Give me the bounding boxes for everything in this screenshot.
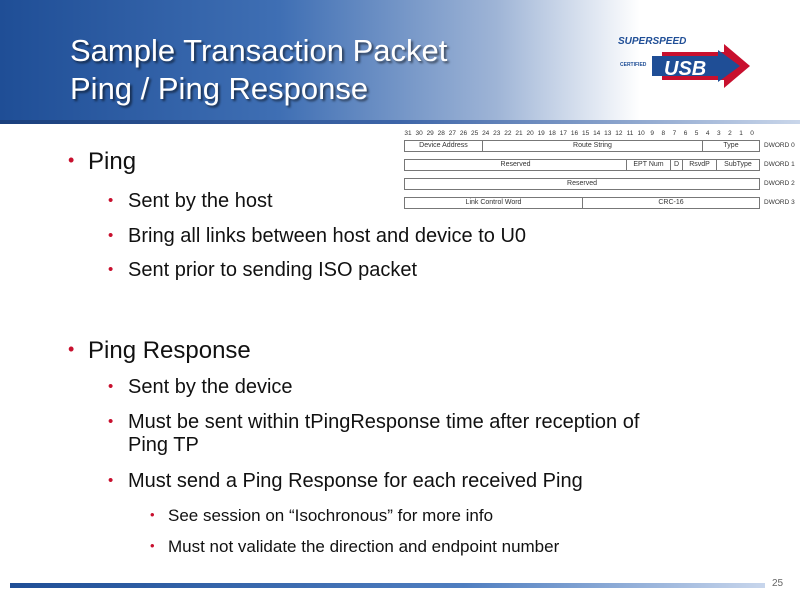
dword-label: DWORD 3 bbox=[764, 199, 795, 206]
bullet-text: Sent by the device bbox=[128, 376, 293, 398]
sub-bullet: • Must send a Ping Response for each rec… bbox=[108, 470, 583, 493]
dword-label: DWORD 1 bbox=[764, 161, 795, 168]
bit-index: 19 bbox=[537, 130, 545, 137]
bit-index: 0 bbox=[750, 130, 754, 137]
bit-index: 24 bbox=[482, 130, 490, 137]
packet-row-dword0: Device Address Route String Type bbox=[404, 140, 760, 152]
bit-index: 5 bbox=[694, 130, 699, 137]
sub-bullet: • Bring all links between host and devic… bbox=[108, 225, 527, 248]
page-number: 25 bbox=[772, 578, 784, 589]
bullet-text: See session on “Isochronous” for more in… bbox=[168, 506, 494, 525]
bit-index: 3 bbox=[716, 130, 721, 137]
field-reserved: Reserved bbox=[405, 160, 627, 170]
bit-index: 21 bbox=[515, 130, 523, 137]
logo-certified-text: CERTIFIED bbox=[620, 62, 647, 68]
bit-index: 13 bbox=[604, 130, 612, 137]
title-line-2: Ping / Ping Response bbox=[70, 71, 369, 106]
bit-index: 15 bbox=[581, 130, 590, 137]
sub-bullet: • Sent by the host bbox=[108, 190, 273, 213]
sub-bullet: • Sent prior to sending ISO packet bbox=[108, 259, 418, 282]
field-ept-num: EPT Num bbox=[627, 160, 671, 170]
field-crc16: CRC-16 bbox=[658, 199, 684, 206]
bit-index: 10 bbox=[637, 130, 645, 137]
bullet-text: Ping bbox=[88, 148, 137, 175]
bit-index: 9 bbox=[650, 130, 654, 137]
bit-index: 11 bbox=[626, 130, 634, 137]
bullet-text: Must be sent within tPingResponse time a… bbox=[128, 411, 640, 433]
footer-bar bbox=[10, 583, 765, 588]
bit-index: 2 bbox=[728, 130, 732, 137]
title-line-1: Sample Transaction Packet bbox=[70, 33, 448, 68]
sub-sub-bullet: • See session on “Isochronous” for more … bbox=[150, 506, 494, 526]
bit-index: 16 bbox=[570, 130, 579, 137]
bit-index: 23 bbox=[493, 130, 501, 137]
bit-index: 14 bbox=[593, 130, 601, 137]
header-divider bbox=[0, 120, 800, 124]
bit-index: 1 bbox=[739, 130, 743, 137]
sub-bullet-continuation: Ping TP bbox=[128, 434, 199, 457]
bullet-dot: • bbox=[108, 378, 114, 395]
bit-index: 30 bbox=[415, 130, 423, 137]
sub-bullet: • Sent by the device bbox=[108, 376, 293, 399]
packet-row-dword1: Reserved EPT Num D RsvdP SubType bbox=[404, 159, 760, 171]
bullet-ping-response: • Ping Response bbox=[68, 337, 251, 365]
bit-index: 20 bbox=[526, 130, 534, 137]
packet-row-dword2: Reserved bbox=[404, 178, 760, 190]
bit-index: 8 bbox=[661, 130, 666, 137]
bit-index: 29 bbox=[426, 130, 434, 137]
bullet-text: Bring all links between host and device … bbox=[128, 225, 527, 247]
bullet-dot: • bbox=[108, 227, 114, 244]
field-rsvdp: RsvdP bbox=[683, 160, 717, 170]
packet-row-dword3: Link Control Word CRC-16 bbox=[404, 197, 760, 209]
dword-label: DWORD 2 bbox=[764, 180, 795, 187]
bullet-text: Must send a Ping Response for each recei… bbox=[128, 470, 583, 492]
bit-index: 26 bbox=[459, 130, 468, 137]
bullet-text: Ping TP bbox=[128, 434, 199, 456]
bit-index: 7 bbox=[672, 130, 677, 137]
logo-usb-text: USB bbox=[664, 58, 706, 80]
bullet-dot: • bbox=[150, 507, 155, 522]
bit-index: 22 bbox=[504, 130, 512, 137]
bullet-dot: • bbox=[68, 150, 75, 170]
field-device-address: Device Address bbox=[405, 141, 483, 151]
bullet-dot: • bbox=[108, 261, 114, 278]
bullet-ping: • Ping bbox=[68, 148, 137, 176]
field-route-string: Route String bbox=[483, 141, 703, 151]
field-direction: D bbox=[671, 160, 683, 170]
bullet-text: Sent by the host bbox=[128, 190, 273, 212]
bullet-dot: • bbox=[68, 339, 75, 359]
bit-index: 12 bbox=[615, 130, 623, 137]
bit-index: 18 bbox=[548, 130, 556, 137]
dword-label: DWORD 0 bbox=[764, 142, 795, 149]
sub-sub-bullet: • Must not validate the direction and en… bbox=[150, 537, 560, 557]
field-reserved: Reserved bbox=[567, 180, 597, 187]
field-type: Type bbox=[723, 142, 739, 149]
slide-title: Sample Transaction Packet Ping / Ping Re… bbox=[70, 32, 590, 108]
bit-index: 31 bbox=[404, 130, 412, 137]
logo-superspeed-text: SUPERSPEED bbox=[618, 36, 686, 47]
bullet-text: Must not validate the direction and endp… bbox=[168, 537, 560, 556]
superspeed-usb-logo: SUPERSPEED CERTIFIED USB bbox=[618, 36, 750, 88]
bullet-dot: • bbox=[108, 472, 114, 489]
bullet-dot: • bbox=[108, 413, 114, 430]
bit-index: 4 bbox=[705, 130, 710, 137]
bit-index: 28 bbox=[437, 130, 445, 137]
bit-index: 6 bbox=[683, 130, 688, 137]
bullet-text: Sent prior to sending ISO packet bbox=[128, 259, 418, 281]
bit-index: 25 bbox=[470, 130, 479, 137]
logo-arrow-blue bbox=[652, 50, 740, 82]
bullet-dot: • bbox=[108, 192, 114, 209]
bullet-dot: • bbox=[150, 538, 155, 553]
bit-index: 17 bbox=[559, 130, 567, 137]
bullet-text: Ping Response bbox=[88, 337, 251, 364]
field-link-control-word: Link Control Word bbox=[405, 198, 583, 208]
sub-bullet: • Must be sent within tPingResponse time… bbox=[108, 411, 640, 434]
field-subtype: SubType bbox=[724, 161, 752, 168]
bit-index: 27 bbox=[448, 130, 456, 137]
